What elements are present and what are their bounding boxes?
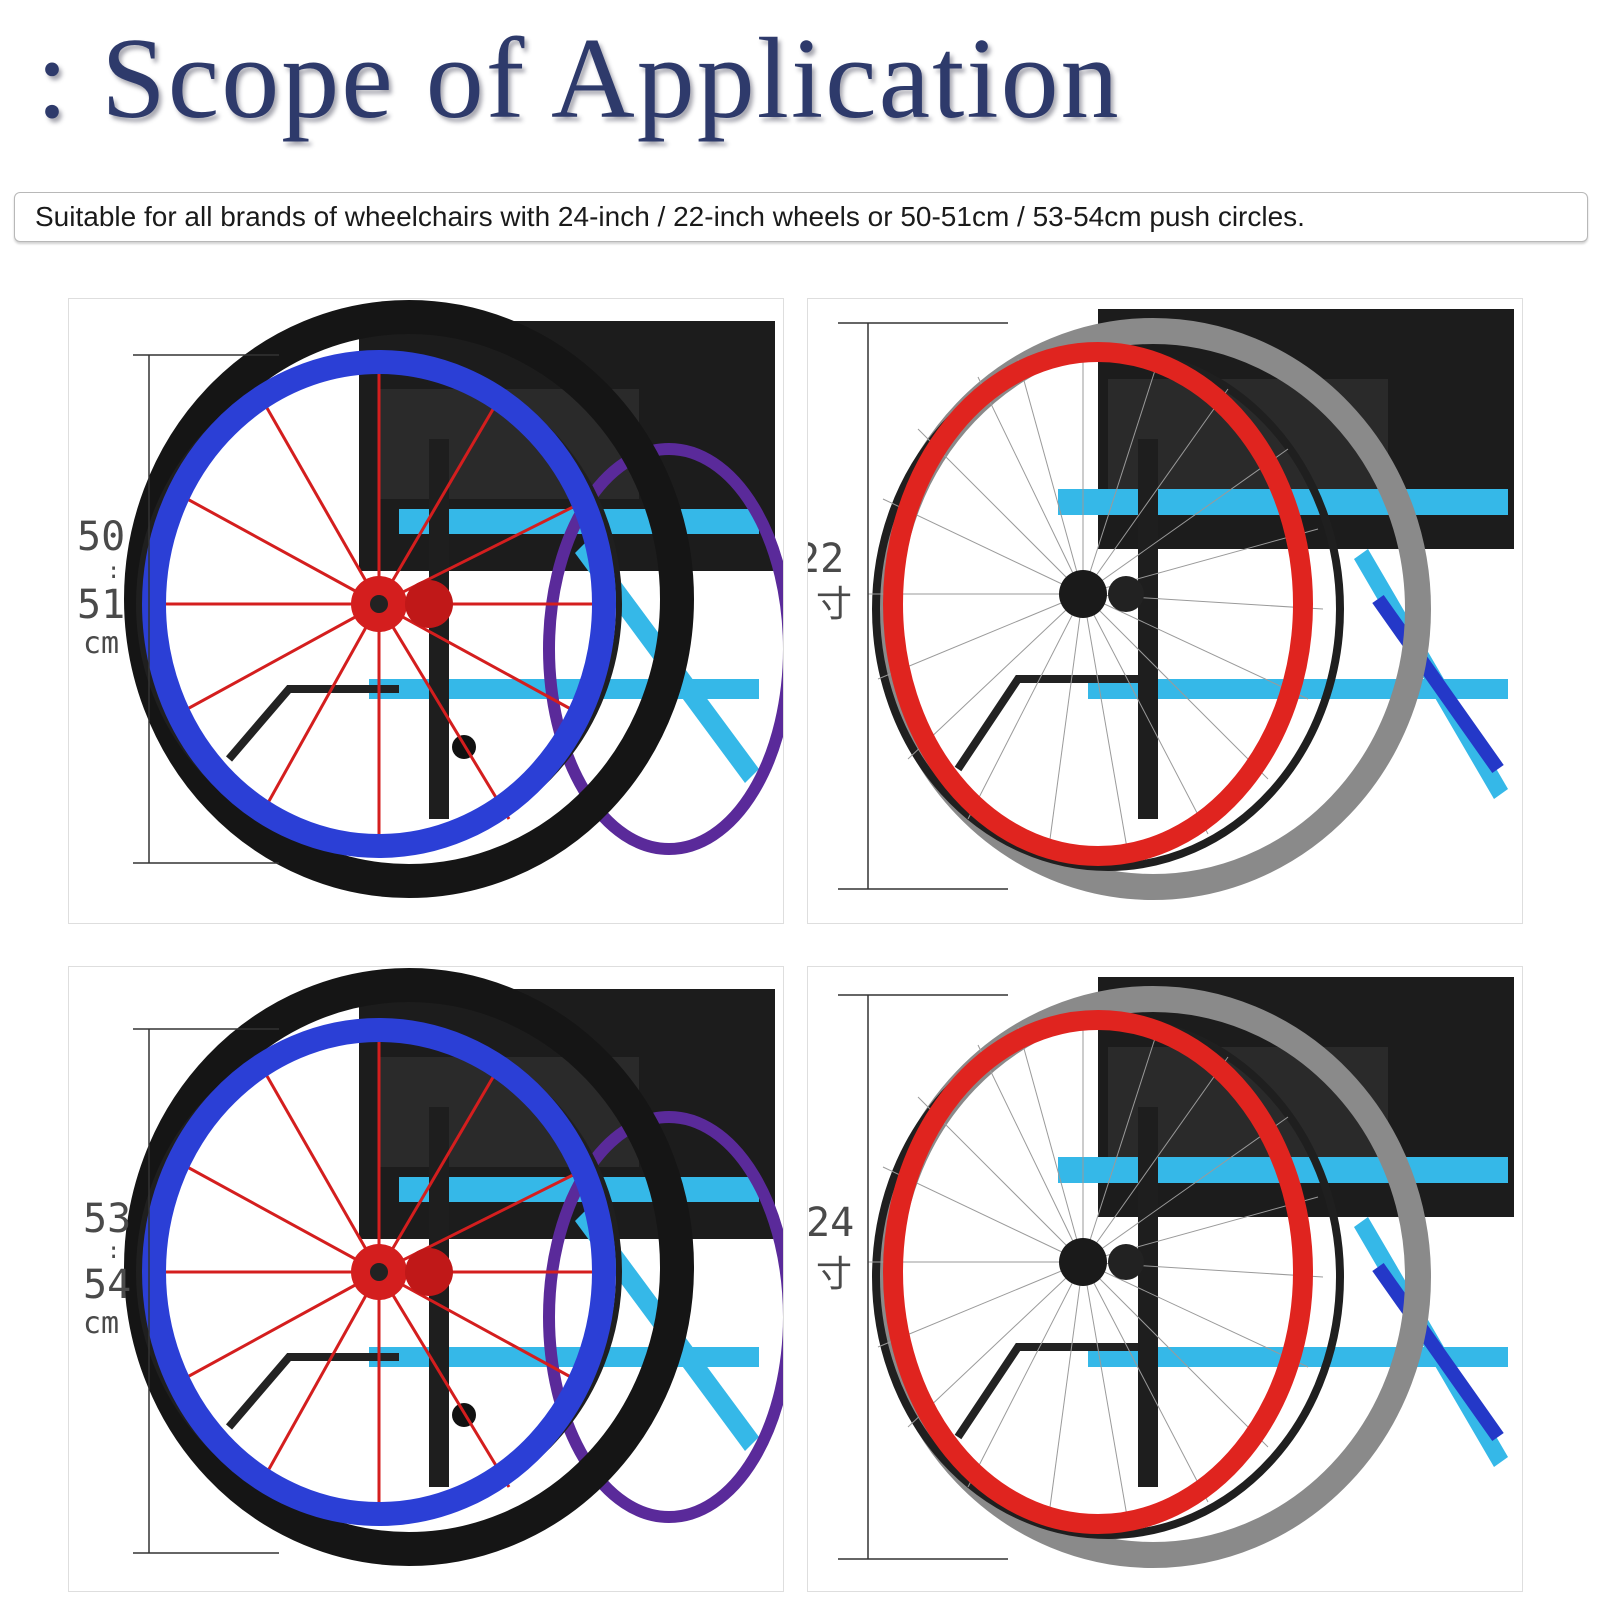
wheel-photo-blue-50-51cm: 50 : 51 cm [68,298,784,924]
wheelchair-wheel-blue-illustration [124,300,783,898]
dimension-separator: : [107,1239,121,1264]
dimension-unit: cm [83,626,120,661]
subtitle-text: Suitable for all brands of wheelchairs w… [35,201,1305,232]
wheelchair-wheel-blue-illustration [124,968,783,1566]
dimension-label-top: 50 [77,514,126,560]
dimension-unit: cm [83,1306,120,1341]
dimension-label-top: 53 [83,1196,132,1242]
dimension-label-top: 24 [807,1200,855,1246]
dimension-label-top: 22 [808,536,845,582]
wheel-photo-red-24: 24 寸 [807,966,1523,1592]
dimension-label-bottom: 54 [83,1262,132,1308]
wheel-photo-blue-53-54cm: 53 : 54 cm [68,966,784,1592]
wheelchair-wheel-red-illustration [838,977,1514,1568]
dimension-label-bottom: 51 [77,582,126,628]
wheel-photo-red-22: 22 寸 [807,298,1523,924]
page-title: : Scope of Application [36,15,1121,143]
wheelchair-wheel-red-illustration [838,309,1514,900]
dimension-separator: : [107,559,121,584]
dimension-unit-cjk: 寸 [816,584,853,625]
subtitle-box: Suitable for all brands of wheelchairs w… [14,192,1588,242]
dimension-unit-cjk: 寸 [816,1254,853,1295]
